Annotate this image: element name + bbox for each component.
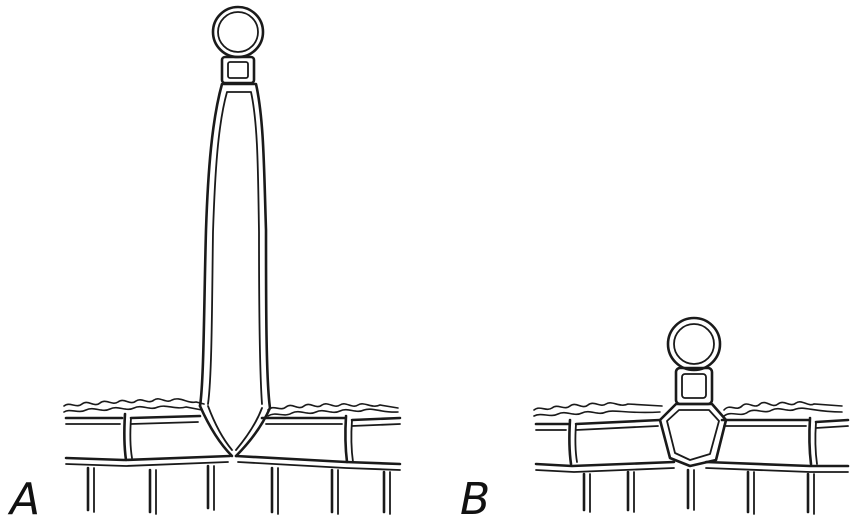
- panel-b-epidermis: [536, 418, 848, 472]
- panel-a-cuticle: [64, 399, 398, 416]
- panel-label-a: A: [10, 478, 40, 522]
- panel-b-gland-head: [668, 318, 720, 370]
- panel-b-drawing: [534, 318, 848, 514]
- panel-a-hair-foot: [200, 406, 270, 456]
- panel-a-neck-cell: [222, 57, 254, 83]
- panel-a-epidermis: [66, 414, 400, 470]
- panel-a-lower-cells: [88, 466, 390, 514]
- panel-b-lower-cells: [584, 470, 814, 514]
- panel-b-hair-foot: [660, 404, 726, 466]
- panel-b-neck-cell: [676, 368, 712, 404]
- panel-a-hair-stalk: [200, 84, 270, 408]
- panel-a-drawing: [64, 7, 400, 514]
- panel-label-b: B: [460, 478, 490, 522]
- panel-a-gland-head: [213, 7, 263, 57]
